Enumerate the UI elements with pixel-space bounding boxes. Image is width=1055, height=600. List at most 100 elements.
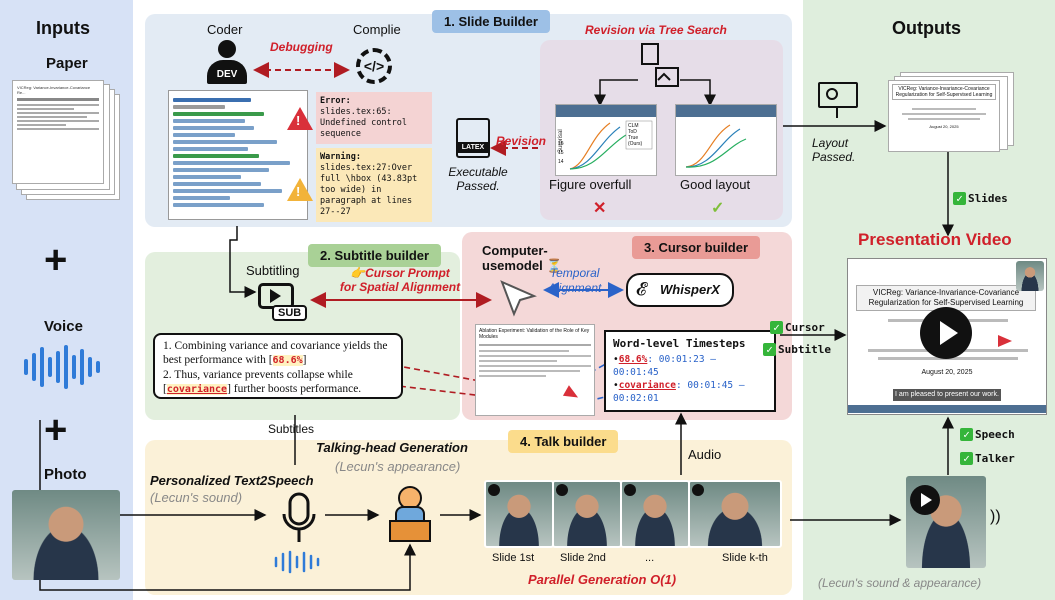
figure-overfull-label: Figure overfull [549, 177, 632, 192]
plus-icon: + [44, 238, 68, 282]
slide-label-k: Slide k-th [722, 552, 768, 564]
video-speaker-thumb [1016, 261, 1044, 291]
temporal-line1: Temporal [549, 266, 600, 280]
check-icon: ✓ [711, 200, 725, 217]
tts-waveform-icon [274, 550, 320, 574]
subtitle-check-label: Subtitle [778, 343, 831, 356]
inputs-title: Inputs [36, 18, 90, 38]
subtitle-line1: 1. Combining variance and covariance yie… [163, 340, 388, 366]
personalized-tts-label: Personalized Text2Speech [150, 473, 314, 488]
presentation-board-icon [818, 82, 858, 118]
revision-label: Revision [496, 134, 547, 148]
legend-item: (Ours) [628, 141, 643, 147]
ytick: 15 [558, 150, 564, 156]
voice-waveform-icon [24, 345, 100, 389]
output-title-slide: VICReg: Variance-Invariance-Covariance R… [888, 80, 1000, 152]
error-box: Error: slides.tex:65: Undefined control … [316, 92, 432, 144]
play-icon[interactable] [624, 484, 636, 496]
subtitle-check: ✓Subtitle [763, 343, 831, 356]
parallel-label: Parallel Generation O(1) [528, 572, 677, 587]
presentation-video-title: Presentation Video [858, 230, 1012, 249]
coder-icon: DEV [205, 40, 249, 84]
slide-label-3: ... [645, 552, 655, 564]
speech-check: ✓Speech [960, 428, 1015, 441]
talker-check-label: Talker [975, 452, 1015, 465]
warning-text: slides.tex:27:Over full \hbox (43.83pt t… [320, 163, 418, 217]
tree-branches [594, 79, 716, 107]
cursor-check-label: Cursor [785, 321, 825, 334]
ear-icon: 𝓔 [636, 279, 647, 299]
tree-icon [641, 43, 679, 87]
warning-box: Warning: slides.tex:27:Over full \hbox (… [316, 148, 432, 222]
subtitle-text-box: 1. Combining variance and covariance yie… [153, 333, 403, 399]
slides-check: ✓Slides [953, 192, 1008, 205]
play-icon [921, 493, 932, 507]
talking-head-label: Talking-head Generation [316, 440, 468, 455]
svg-text:Surprisal: Surprisal [558, 129, 564, 153]
microphone-icon [282, 492, 316, 542]
video-play-button[interactable] [920, 307, 972, 359]
compile-label: Complie [353, 22, 401, 37]
outputs-title: Outputs [892, 18, 961, 38]
plus-icon: + [44, 408, 68, 452]
play-icon [940, 321, 958, 345]
play-icon[interactable] [556, 484, 568, 496]
paper-page: VICReg: Variance-Invariance-Covariance R… [12, 80, 104, 184]
good-layout-slide [675, 104, 777, 176]
executable-passed: Executable Passed. [448, 165, 508, 193]
timesteps-box: Word-level Timesteps •68.6%: 00:01:23 – … [604, 330, 776, 412]
slide-label-2: Slide 2nd [560, 552, 606, 564]
slides-check-label: Slides [968, 192, 1008, 205]
pointer-icon: 👉 [350, 266, 366, 280]
error-exclaim-icon: ! [296, 113, 301, 128]
frame-4 [688, 480, 782, 548]
subtitling-label: Subtitling [246, 263, 300, 278]
play-icon[interactable] [692, 484, 704, 496]
slide-label-1: Slide 1st [492, 552, 535, 564]
dev-label: DEV [207, 60, 247, 84]
legend-item: CLM [628, 123, 639, 129]
speech-check-label: Speech [975, 428, 1015, 441]
code-editor [168, 90, 308, 220]
sub-label: SUB [272, 305, 308, 321]
voice-label: Voice [44, 318, 83, 335]
paper-heading: VICReg: Variance-Invariance-Covariance R… [17, 85, 91, 95]
ts2-word: covariance [618, 380, 676, 391]
subtitles-label: Subtitles [268, 422, 315, 436]
whisperx-label: WhisperX [660, 282, 720, 297]
frame-3 [620, 480, 690, 548]
ytick: 14 [558, 159, 564, 165]
speaker-podium-icon [385, 486, 435, 542]
slides-stack: VICReg: Variance-Invariance-Covariance R… [888, 72, 1020, 160]
talker-check: ✓Talker [960, 452, 1015, 465]
cursor-arrow-icon [500, 280, 537, 317]
sound-waves-icon: )) [990, 508, 1001, 525]
highlight-68: 68.6% [272, 355, 303, 366]
ytick-labels: 16 15 14 [558, 140, 564, 167]
subtitle-builder-badge: 2. Subtitle builder [308, 244, 442, 267]
output-caption: (Lecun's sound & appearance) [818, 576, 982, 590]
ts1-word: 68.6% [618, 354, 648, 365]
error-warning-icon [287, 107, 313, 130]
talker-play-button[interactable] [910, 485, 940, 515]
subtitle-line2-end: ] further boosts performance. [227, 383, 362, 395]
talk-frames [484, 480, 784, 550]
lecun-appearance-label: (Lecun's appearance) [335, 459, 461, 474]
overfull-plot: Surprisal [558, 120, 653, 170]
computer-use-line1: Computer- [482, 243, 548, 258]
output-slide-title: VICReg: Variance-Invariance-Covariance R… [892, 84, 996, 100]
highlight-covariance: covariance [166, 384, 228, 395]
sub-icon: SUB [258, 283, 308, 323]
talk-builder-badge: 4. Talk builder [508, 430, 619, 453]
play-icon[interactable] [488, 484, 500, 496]
computer-use-line2: usemodel [482, 258, 543, 273]
revision-tree-label: Revision via Tree Search [585, 23, 727, 37]
layout-passed-label: Layout Passed. [812, 136, 856, 164]
warning-title: Warning: [320, 152, 361, 162]
video-slide-title: VICReg: Variance-Invariance-Covariance R… [856, 285, 1036, 311]
legend-item: ToD [628, 129, 637, 135]
output-slide-date: August 20, 2025 [929, 124, 959, 129]
latex-file-icon: LATEX [456, 118, 490, 158]
video-cursor-icon [998, 335, 1012, 347]
good-layout-label: Good layout [680, 177, 751, 192]
